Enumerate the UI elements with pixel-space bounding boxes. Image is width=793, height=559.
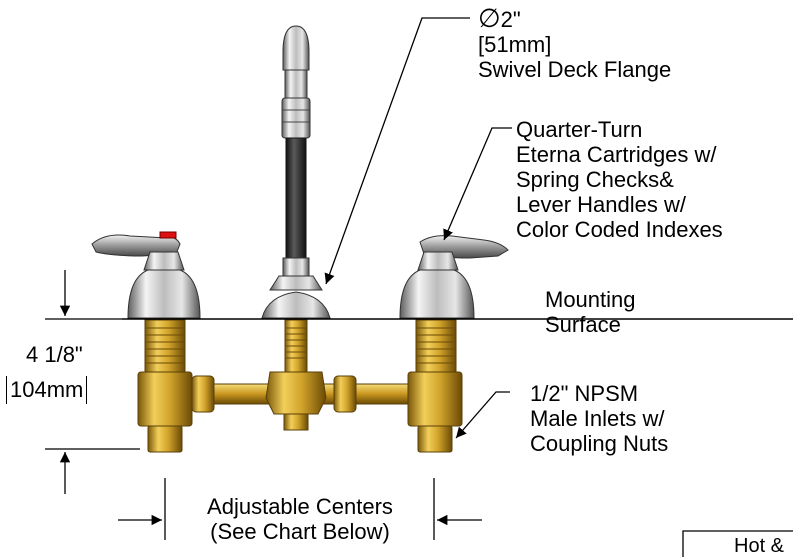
cartridges-line-5: Color Coded Indexes [516,217,723,242]
cartridges-callout: Quarter-Turn Eterna Cartridges w/ Spring… [516,117,723,242]
swivel-spout [261,25,331,431]
cartridges-line-1: Quarter-Turn [516,117,643,142]
height-imperial: 4 1/8" [26,342,83,367]
height-dimension [45,270,140,494]
inlets-line-1: 1/2" NPSM [530,381,639,406]
leader-lines [324,17,512,439]
centers-line-1: Adjustable Centers [207,494,393,519]
cartridges-line-4: Lever Handles w/ [516,192,686,217]
chart-box-partial [682,530,793,557]
inlets-callout: 1/2" NPSM Male Inlets w/ Coupling Nuts [530,381,668,456]
flange-metric: [51mm] [478,32,552,57]
cartridges-line-3: Spring Checks& [516,167,674,192]
right-valve-cold [399,235,509,453]
chart-header-partial: Hot & [734,535,785,557]
flange-callout: ∅2" [51mm] Swivel Deck Flange [478,3,672,82]
inlets-line-2: Male Inlets w/ [530,406,665,431]
flange-name: Swivel Deck Flange [478,57,672,82]
inlets-line-3: Coupling Nuts [530,431,669,456]
cartridges-line-2: Eterna Cartridges w/ [516,142,717,167]
centers-dimension [118,478,482,540]
diameter-symbol: ∅ [478,3,501,33]
flange-size: ∅2" [478,3,521,33]
centers-label: Adjustable Centers (See Chart Below) [176,494,424,544]
mounting-line-2: Surface [545,312,621,337]
centers-line-2: (See Chart Below) [210,519,390,544]
mounting-line-1: Mounting [545,287,636,312]
mounting-surface-label: Mounting Surface [545,287,636,337]
height-metric: 104mm [6,376,88,404]
left-valve-hot [91,231,201,453]
